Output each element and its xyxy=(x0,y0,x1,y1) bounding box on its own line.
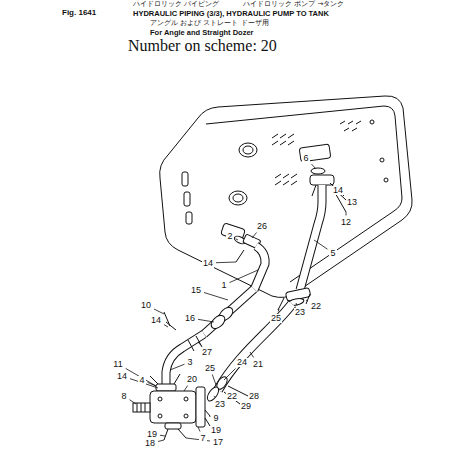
leader-line xyxy=(204,293,228,300)
callout-number: 18 xyxy=(144,439,156,448)
callout-number: 1 xyxy=(220,281,227,290)
leader-line xyxy=(250,352,254,358)
leader-line xyxy=(170,364,184,370)
leader-line xyxy=(126,368,156,386)
callout-number: 27 xyxy=(201,348,213,357)
callout-number: 23 xyxy=(214,400,226,409)
leader-line xyxy=(224,369,236,381)
callout-number: 26 xyxy=(256,222,268,231)
callout-number: 13 xyxy=(346,198,358,207)
callout-number: 10 xyxy=(140,301,152,310)
callout-number: 23 xyxy=(294,308,306,317)
callout-number: 7 xyxy=(199,434,206,443)
callout-number: 29 xyxy=(240,402,252,411)
figure-title: アングル および ストレート ドーザ用 xyxy=(150,20,269,27)
callout-number: 22 xyxy=(226,392,238,401)
leader-line xyxy=(296,303,297,306)
leader-line xyxy=(158,440,164,441)
callout-number: 12 xyxy=(340,218,352,227)
callout-number: 28 xyxy=(248,392,260,401)
figure-title: For Angle and Straight Dozer xyxy=(150,29,253,37)
callout-number: 14 xyxy=(202,259,214,268)
callout-number: 21 xyxy=(252,360,264,369)
callout-number: 16 xyxy=(184,314,196,323)
callout-number: 19 xyxy=(210,426,222,435)
callout-number: 14 xyxy=(116,372,128,381)
figure-title: HYDRAULIC PIPING (3/3), HYDRAULIC PUMP T… xyxy=(133,10,329,18)
leader-line xyxy=(314,240,327,249)
figure-title: ハイドロリック パイピング xyxy=(133,1,219,8)
leader-line xyxy=(216,262,236,264)
callout-number: 14 xyxy=(150,316,162,325)
leader-line xyxy=(148,382,156,386)
callout-number: 11 xyxy=(112,360,123,369)
callout-number: 2 xyxy=(226,232,233,241)
figure-title: ハイドロリック ポンプ →タンク xyxy=(243,1,344,8)
leader-line xyxy=(209,416,210,417)
scheme-number: Number on scheme: 20 xyxy=(128,38,277,54)
callout-number: 22 xyxy=(310,302,322,311)
leader-line xyxy=(278,309,280,312)
leader-line xyxy=(230,270,258,283)
leader-line xyxy=(214,396,215,398)
callout-number: 25 xyxy=(204,364,216,373)
leader-line xyxy=(164,325,168,327)
callout-number: 19 xyxy=(146,430,158,439)
leader-line xyxy=(198,342,201,346)
callout-number: 9 xyxy=(212,414,219,423)
leader-line xyxy=(160,435,165,437)
leader-line xyxy=(130,400,136,404)
leader-line xyxy=(312,164,316,169)
callout-number: 15 xyxy=(190,286,202,295)
callout-number: 14 xyxy=(332,186,344,195)
callout-number: 4 xyxy=(138,376,145,385)
leader-line xyxy=(252,233,257,239)
leader-line xyxy=(306,300,308,301)
leader-line xyxy=(346,212,347,216)
callout-number: 3 xyxy=(186,358,193,367)
figure-title: Fig. 1641 xyxy=(62,9,96,17)
leader-line xyxy=(184,386,188,392)
leader-line xyxy=(212,375,216,386)
callout-number: 6 xyxy=(302,154,309,163)
callout-number: 5 xyxy=(329,249,336,258)
leader-line xyxy=(154,309,164,314)
leader-line xyxy=(198,319,214,322)
leader-line xyxy=(236,239,238,240)
callout-number: 17 xyxy=(212,438,224,447)
callout-number: 24 xyxy=(236,358,248,367)
callout-number: 25 xyxy=(270,314,282,323)
callout-number: 20 xyxy=(186,375,198,384)
callout-number: 8 xyxy=(120,392,127,401)
leader-line xyxy=(198,427,200,432)
